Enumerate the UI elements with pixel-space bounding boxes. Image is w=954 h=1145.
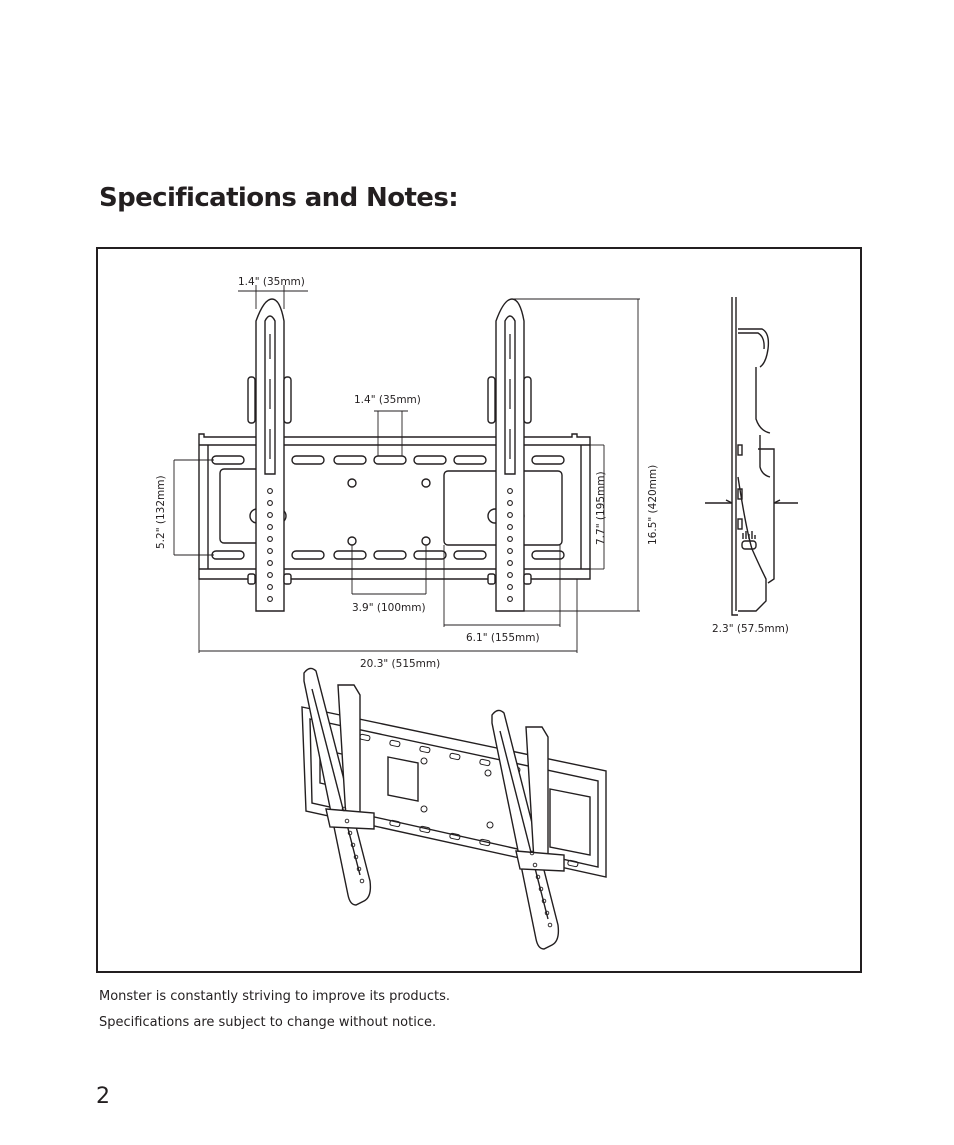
diagram-frame: 1.4" (35mm) 1.4" (35mm) 5.2" (132mm) 7.7… — [96, 247, 862, 973]
dim-arm-width: 1.4" (35mm) — [238, 276, 305, 288]
side-view — [705, 297, 798, 616]
dim-plate-span: 7.7" (195mm) — [595, 471, 607, 545]
dim-overall-height: 16.5" (420mm) — [647, 465, 659, 545]
page-title: Specifications and Notes: — [99, 183, 459, 213]
dim-hole-spacing: 3.9" (100mm) — [352, 602, 426, 614]
page-number: 2 — [96, 1084, 110, 1109]
dim-arm-offset: 6.1" (155mm) — [466, 632, 540, 644]
right-arm-holes — [507, 488, 513, 602]
note-improvement: Monster is constantly striving to improv… — [99, 989, 451, 1004]
mount-diagram: 1.4" (35mm) 1.4" (35mm) 5.2" (132mm) 7.7… — [155, 276, 798, 950]
left-arm-holes — [267, 488, 273, 602]
dim-overall-width: 20.3" (515mm) — [360, 658, 440, 670]
note-change-notice: Specifications are subject to change wit… — [99, 1015, 437, 1030]
dim-plate-height: 5.2" (132mm) — [155, 475, 167, 549]
perspective-view — [301, 667, 607, 950]
dim-depth: 2.3" (57.5mm) — [712, 623, 789, 635]
dim-slot-spacing: 1.4" (35mm) — [354, 394, 421, 406]
dimension-lines — [173, 285, 640, 653]
